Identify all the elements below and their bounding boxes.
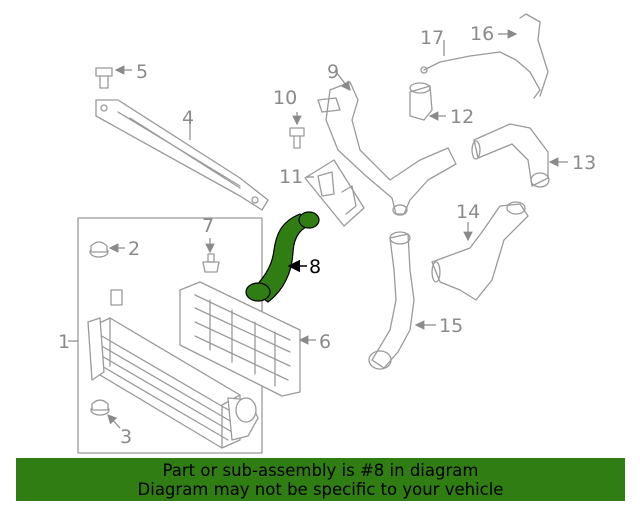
callout-5: 5 bbox=[136, 61, 148, 83]
banner-line-2: Diagram may not be specific to your vehi… bbox=[137, 480, 504, 499]
callout-16: 16 bbox=[470, 23, 494, 45]
part-4-bracket bbox=[95, 99, 269, 211]
part-14-pipe bbox=[431, 201, 529, 301]
callout-1: 1 bbox=[58, 331, 70, 353]
callout-2: 2 bbox=[128, 238, 140, 260]
callout-13: 13 bbox=[572, 152, 596, 174]
part-10-bolt bbox=[289, 127, 305, 149]
callout-8: 8 bbox=[309, 256, 321, 278]
part-5-bolt bbox=[95, 67, 113, 89]
callout-10: 10 bbox=[273, 87, 297, 109]
part-7-pin bbox=[202, 253, 220, 273]
callout-12: 12 bbox=[450, 106, 474, 128]
callout-7: 7 bbox=[202, 215, 214, 237]
callout-4: 4 bbox=[182, 107, 194, 129]
part-6-deflector bbox=[179, 281, 301, 397]
callout-6: 6 bbox=[319, 331, 331, 353]
part-3-grommet bbox=[90, 399, 110, 416]
part-1-intercooler bbox=[77, 217, 263, 454]
part-15-hose bbox=[368, 231, 415, 370]
part-1-bracket bbox=[110, 289, 123, 306]
part-12-elbow bbox=[409, 82, 433, 121]
callout-17: 17 bbox=[420, 27, 444, 49]
part-9-ypipe bbox=[317, 81, 457, 216]
part-11-sensor-kit bbox=[304, 159, 365, 227]
parts-diagram: 1 2 3 4 5 6 7 bbox=[58, 13, 596, 454]
callout-11: 11 bbox=[279, 166, 303, 188]
part-2-grommet bbox=[89, 241, 109, 258]
callout-9: 9 bbox=[327, 61, 339, 83]
callout-3: 3 bbox=[120, 426, 132, 448]
callout-15: 15 bbox=[439, 315, 463, 337]
part-8-hose bbox=[245, 211, 320, 303]
part-16-17-tube bbox=[420, 13, 549, 99]
part-13-hose bbox=[471, 123, 550, 188]
banner-line-1: Part or sub-assembly is #8 in diagram bbox=[162, 461, 479, 480]
info-banner: Part or sub-assembly is #8 in diagram Di… bbox=[16, 458, 625, 501]
callout-14: 14 bbox=[456, 201, 480, 223]
